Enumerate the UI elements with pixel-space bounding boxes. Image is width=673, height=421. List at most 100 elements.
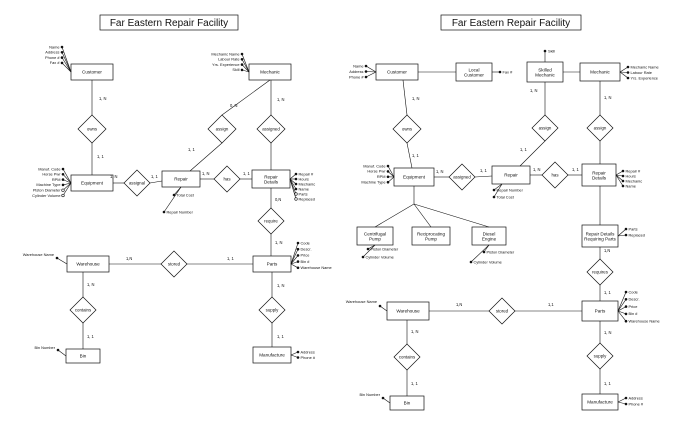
attribute-dot — [55, 256, 59, 260]
left-owns-relationship-label: owns — [87, 127, 98, 132]
left-bin-number: Bin Number — [34, 345, 55, 350]
attribute-dot — [386, 170, 390, 173]
left-repair-details-attribute: Parts — [299, 191, 308, 196]
attribute-dot — [296, 260, 300, 263]
attribute-dot — [61, 188, 65, 192]
right-skilled-mechanic-entity-label-line: Skilled — [538, 67, 552, 72]
connector-line — [289, 178, 297, 200]
connector-line — [61, 46, 72, 73]
cardinality-label: 1,N — [126, 256, 132, 261]
connector-line — [617, 397, 627, 403]
attribute-dot — [626, 65, 630, 69]
left-bin-entity-label: Bin — [80, 354, 87, 359]
connector-line — [290, 242, 299, 265]
right-repair-entity-label: Repair — [504, 173, 518, 178]
right-centrifugal-pump-entity-label-line: Centrifugal — [364, 231, 386, 236]
right-customer-attribute: Name — [353, 63, 363, 68]
right-manufacture-attribute: Phone # — [629, 401, 644, 406]
connector-line — [619, 71, 629, 79]
attribute-dot — [482, 250, 486, 254]
right-warehouse-name: Warehouse Name — [346, 299, 377, 304]
connector-line — [62, 182, 72, 196]
right-parts-attribute: Bin # — [629, 311, 639, 316]
connector-line — [402, 79, 408, 116]
cardinality-label: 1, 1 — [188, 147, 196, 152]
connector-line — [617, 401, 627, 405]
right-contains-relationship-label: contains — [399, 355, 416, 360]
right-repair-details-attribute: Repair # — [626, 168, 642, 173]
left-page-title: Far Eastern Repair Facility — [110, 18, 228, 29]
right-page-title-frame — [440, 14, 582, 31]
connector-line — [619, 66, 629, 73]
attribute-dot — [296, 350, 300, 354]
cardinality-label: 1, N — [110, 174, 118, 179]
right-has-relationship-label: has — [551, 173, 559, 178]
connector-line — [62, 168, 72, 184]
connector-line — [61, 52, 72, 73]
connector-line — [367, 244, 376, 250]
left-customer-entity-label: Customer — [82, 70, 102, 75]
attribute-dot — [60, 51, 64, 54]
connector-line — [365, 71, 377, 78]
attribute-dot — [366, 247, 370, 251]
connector-line — [617, 291, 627, 312]
attribute-dot — [61, 167, 65, 171]
left-mechanic-attribute: Yrs. Experience — [212, 62, 239, 67]
connector-line — [413, 203, 490, 228]
attribute-dot — [492, 195, 496, 199]
left-mechanic-attribute: Mechanic Name — [211, 51, 239, 56]
cardinality-label: 1, N — [277, 97, 285, 102]
connector-line — [290, 255, 299, 265]
attribute-dot — [492, 188, 496, 192]
attribute-dot — [60, 45, 64, 49]
right-mechanic-attribute: Yrs. Experience — [631, 75, 658, 80]
right-parts-entity-label: Parts — [595, 309, 606, 314]
right-mechanic-attribute: Labour Rate — [631, 70, 652, 75]
right-details-requiring-parts-entity-label-line: Requiring Parts — [584, 236, 616, 241]
connector-line — [619, 71, 629, 73]
connector-line — [56, 257, 68, 265]
connector-line — [221, 79, 271, 116]
attribute-dot — [624, 290, 628, 294]
left-equipment-attribute: Cylinder Volume — [32, 193, 60, 198]
attribute-dot — [294, 197, 298, 201]
attribute-dot — [296, 266, 300, 270]
attribute-dot — [469, 260, 473, 264]
attribute-dot — [61, 178, 65, 181]
right-equipment-attribute: Horse Pwr — [367, 169, 386, 174]
right-assigned-relationship — [448, 163, 476, 191]
right-mechanic-attribute: Mechanic Name — [631, 64, 659, 69]
right-equipment-attribute: Machine Type — [361, 180, 385, 185]
cardinality-label: 1, N — [411, 329, 419, 334]
connector-line — [241, 64, 250, 73]
cardinality-label: 1, N — [604, 95, 612, 100]
connector-line — [617, 310, 627, 322]
right-requiring-parts-attribute: Parts — [629, 226, 638, 231]
left-parts-attribute: Code — [301, 240, 310, 245]
right-assign-relationship-label: assign — [539, 126, 552, 131]
cardinality-label: 1, 1 — [572, 167, 580, 172]
left-assignal-relationship — [123, 169, 151, 197]
attribute-dot — [60, 61, 64, 65]
left-mechanic-attribute: Skill — [232, 67, 239, 72]
right-local-customer-fax: Fax # — [503, 69, 514, 74]
right-requiring-parts-attribute: Replaced — [629, 232, 645, 237]
left-manufacture-attribute: Phone # — [301, 355, 316, 360]
connector-line — [61, 62, 72, 73]
right-repair-total-cost: Total Cost — [497, 194, 515, 199]
attribute-dot — [364, 75, 368, 79]
attribute-dot — [172, 193, 176, 197]
attribute-dot — [364, 70, 368, 73]
right-repair-details-attribute: Name — [626, 183, 636, 188]
connector-line — [519, 140, 546, 167]
attribute-dot — [378, 304, 382, 308]
right-equipment-attribute: Manuf. Code — [363, 163, 385, 168]
connector-line — [379, 305, 388, 312]
connector-line — [474, 175, 493, 178]
left-equipment-attribute: Machine Type — [36, 182, 60, 187]
cardinality-label: 1, N — [277, 283, 285, 288]
connector-line — [62, 174, 72, 184]
left-require-relationship-label: require — [264, 219, 278, 224]
